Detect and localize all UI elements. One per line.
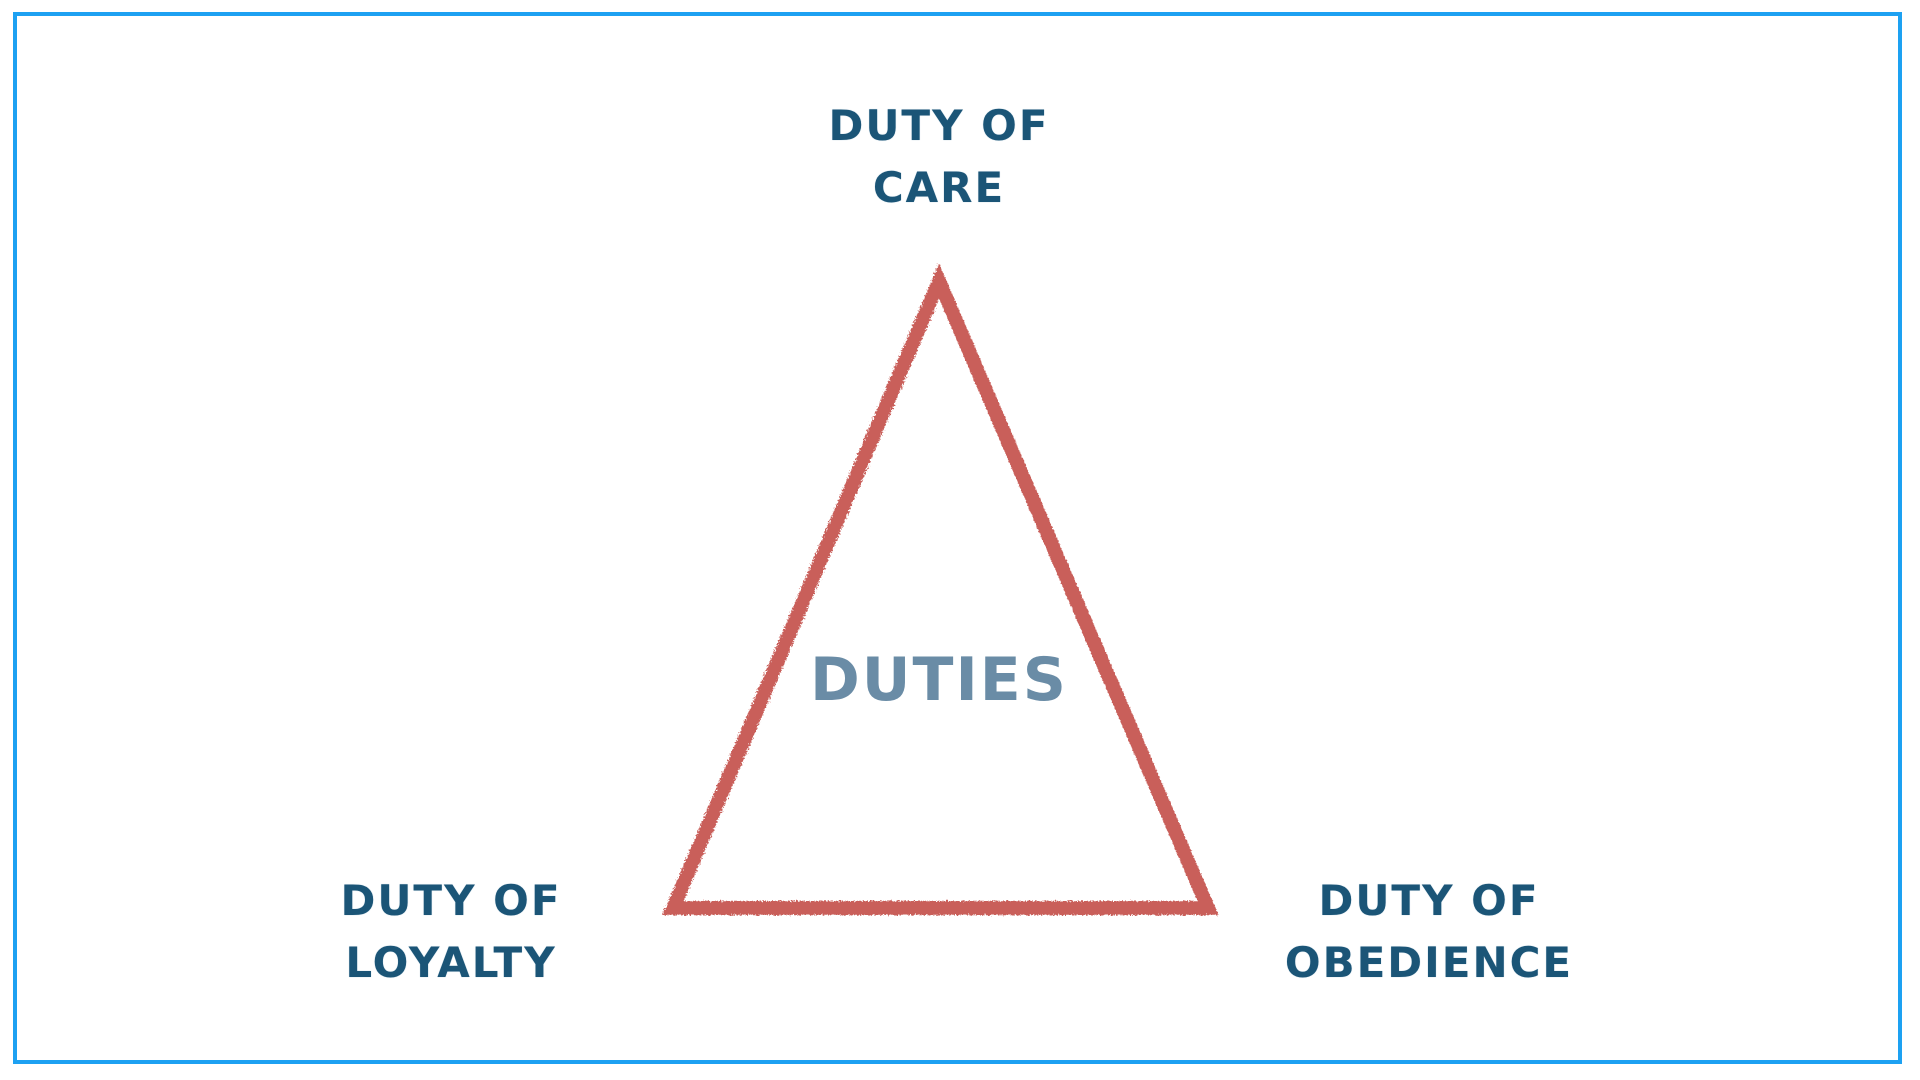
vertex-label-loyalty: DUTY OF LOYALTY [251, 870, 651, 994]
care-line2: CARE [872, 163, 1006, 212]
vertex-label-care: DUTY OF CARE [739, 95, 1139, 219]
slide-frame [13, 12, 1902, 1064]
vertex-label-obedience: DUTY OF OBEDIENCE [1229, 870, 1629, 994]
center-label: DUTIES [810, 645, 1068, 715]
loyalty-line1: DUTY OF [340, 876, 562, 925]
obedience-line1: DUTY OF [1318, 876, 1540, 925]
obedience-line2: OBEDIENCE [1284, 938, 1574, 987]
triangle-outline [662, 263, 1219, 915]
care-line1: DUTY OF [828, 101, 1050, 150]
loyalty-line2: LOYALTY [345, 938, 557, 987]
